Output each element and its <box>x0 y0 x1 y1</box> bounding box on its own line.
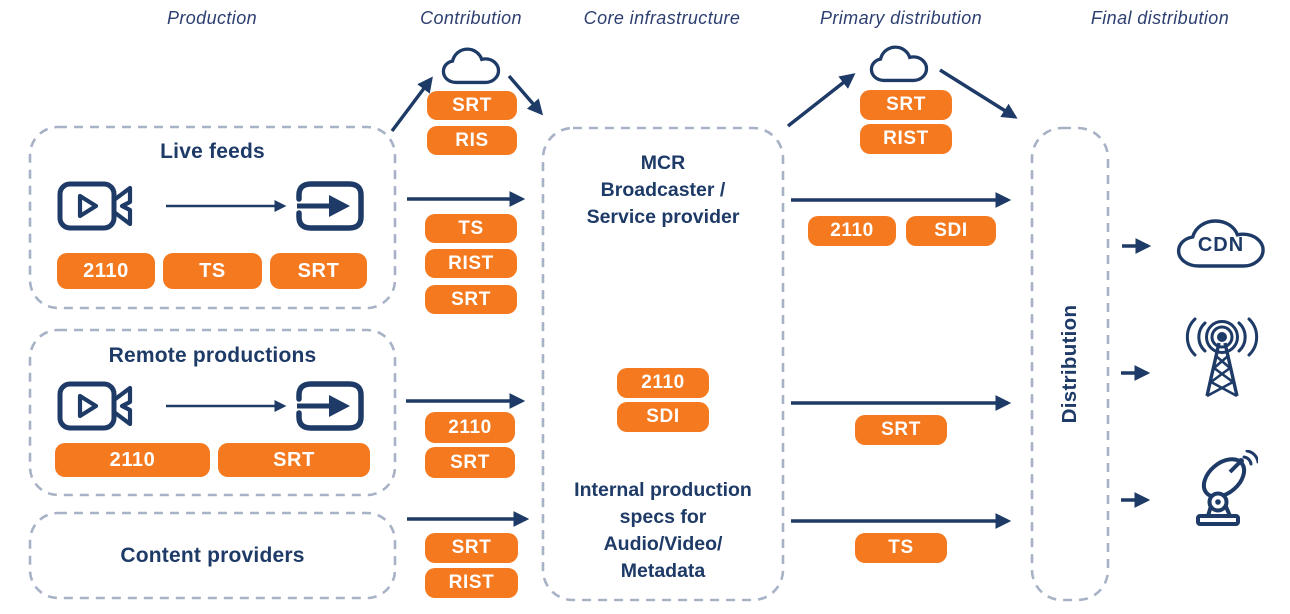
ingest-icon <box>296 381 366 436</box>
satellite-dish-icon <box>1186 449 1260 533</box>
mcr-broadcaster-title: MCR Broadcaster / Service provider <box>586 152 740 228</box>
protocol-badge: SRT <box>218 443 370 477</box>
remote-productions-title: Remote productions <box>108 344 317 367</box>
column-header-final-distribution: Final distribution <box>1090 8 1230 28</box>
ingest-icon <box>296 181 366 236</box>
cdn-label: CDN <box>1197 234 1245 256</box>
arrow-core-to-cloud <box>786 73 856 128</box>
content-providers-title: Content providers <box>120 544 305 567</box>
protocol-badge: TS <box>163 253 262 289</box>
video-camera-icon <box>57 181 139 236</box>
protocol-badge: SDI <box>617 402 709 432</box>
protocol-badge: 2110 <box>57 253 155 289</box>
distribution-label: Distribution <box>1058 304 1081 424</box>
live-feeds-title: Live feeds <box>160 140 265 163</box>
cloud-icon <box>441 43 505 94</box>
column-header-contribution: Contribution <box>420 8 522 28</box>
protocol-badge: TS <box>855 533 947 563</box>
protocol-badge: TS <box>425 214 517 243</box>
protocol-badge: 2110 <box>808 216 896 246</box>
protocol-badge: SRT <box>425 533 518 563</box>
protocol-badge: SDI <box>906 216 996 246</box>
cdn-cloud-icon <box>1173 212 1269 279</box>
protocol-badge: SRT <box>270 253 367 289</box>
protocol-badge: 2110 <box>55 443 210 477</box>
protocol-badge: SRT <box>427 91 517 120</box>
protocol-badge: SRT <box>855 415 947 445</box>
cloud-icon <box>869 41 933 92</box>
column-header-core-infrastructure: Core infrastructure <box>583 8 741 28</box>
broadcast-tower-icon <box>1180 316 1264 411</box>
protocol-badge: 2110 <box>425 412 515 443</box>
protocol-badge: RIST <box>425 249 517 278</box>
column-header-primary-distribution: Primary distribution <box>819 8 983 28</box>
protocol-badge: SRT <box>860 90 952 120</box>
internal-production-specs-text: Internal production specs for Audio/Vide… <box>574 479 752 582</box>
video-camera-icon <box>57 381 139 436</box>
column-header-production: Production <box>166 8 258 28</box>
protocol-badge: SRT <box>425 285 517 314</box>
protocol-badge: SRT <box>425 447 515 478</box>
protocol-badge: RIS <box>427 126 517 155</box>
arrow-live-to-cloud <box>390 76 433 133</box>
protocol-badge: RIST <box>425 568 518 598</box>
protocol-badge: 2110 <box>617 368 709 398</box>
protocol-badge: RIST <box>860 124 952 154</box>
